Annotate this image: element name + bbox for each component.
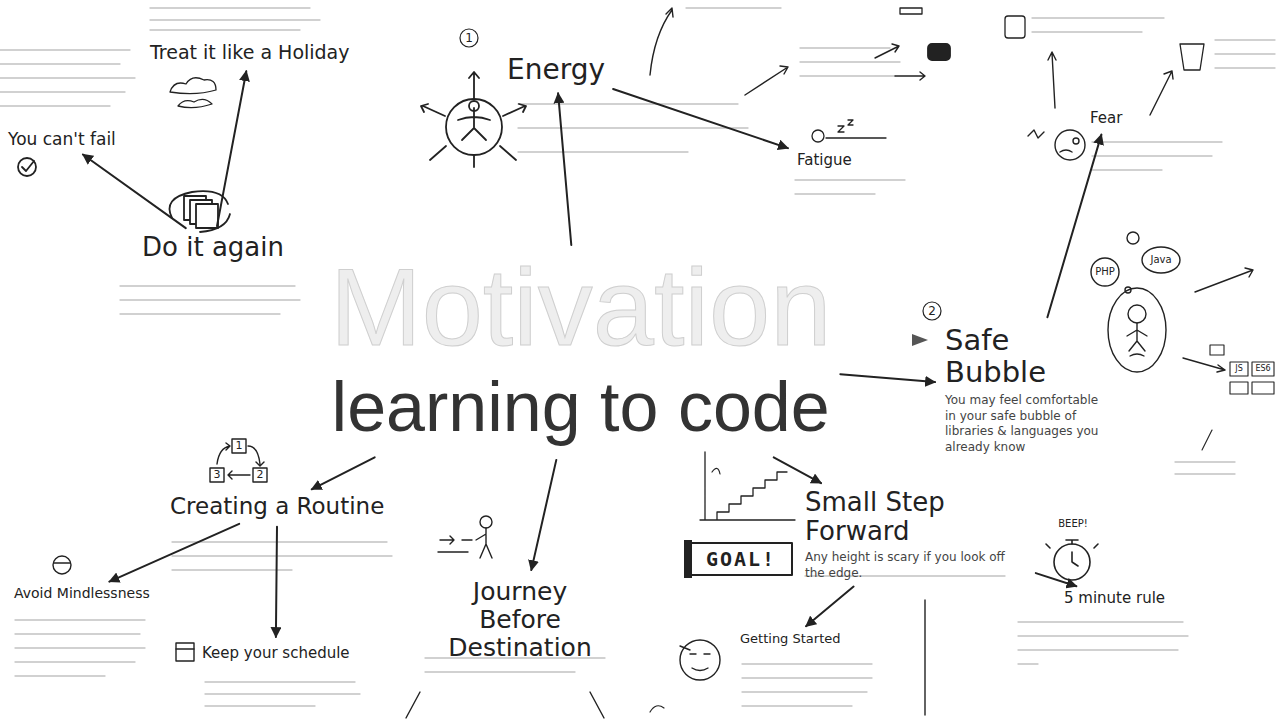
callout-number: 1 <box>460 29 478 47</box>
journey-figure <box>438 516 492 558</box>
icon <box>1005 16 1025 38</box>
topic-heading: 5 minute rule <box>1060 588 1169 609</box>
step-number: 1 <box>232 439 246 453</box>
topic-heading: Getting Started <box>736 630 845 649</box>
connector-arrow <box>109 524 239 582</box>
routine-cycle <box>210 439 267 482</box>
play-icon <box>928 44 950 60</box>
topic-heading: You can't fail <box>4 128 120 151</box>
heading: Getting Started <box>740 632 841 647</box>
heading: Avoid Mindlessness <box>14 586 150 602</box>
heading: Journey Before Destination <box>436 578 604 662</box>
central-topic: Motivationlearning to code <box>326 250 835 455</box>
sleep-icon <box>812 120 886 142</box>
topic-heading: Do it again <box>138 231 288 264</box>
topic-heading: Avoid Mindlessness <box>10 584 154 604</box>
connector-arrow <box>558 93 571 245</box>
connector-arrow <box>613 89 788 148</box>
topic-heading: Safe BubbleYou may feel comfortable in y… <box>941 322 1111 457</box>
scribbled-notes <box>0 8 1275 706</box>
topic-heading: Fear <box>1086 108 1126 129</box>
connector-arrow <box>276 527 277 637</box>
connector-arrow <box>312 457 375 489</box>
heading: 5 minute rule <box>1064 590 1165 607</box>
body-text: Any height is scary if you look off the … <box>805 550 1027 581</box>
heading: Energy <box>507 54 605 85</box>
topic-heading: Treat it like a Holiday <box>146 40 354 65</box>
check-icon <box>18 158 36 176</box>
heading: Do it again <box>142 233 284 262</box>
heading: Safe Bubble <box>945 324 1107 389</box>
language-bubble: PHP <box>1091 265 1119 279</box>
calendar-icon <box>176 643 194 661</box>
clouds <box>170 78 216 108</box>
body-text: learning to code <box>330 362 831 453</box>
start-face <box>680 640 720 680</box>
goal-sign: GOAL! <box>692 546 790 572</box>
heading: Creating a Routine <box>170 494 384 520</box>
topic-heading: Fatigue <box>793 150 856 171</box>
heading: Keep your schedule <box>202 645 350 662</box>
connector-arrow <box>217 71 246 226</box>
callout-ring <box>923 302 941 320</box>
goal-frame <box>688 543 792 575</box>
heading: Fatigue <box>797 152 852 169</box>
connector-arrow <box>531 460 556 570</box>
fear-face <box>1028 130 1085 160</box>
connector-arrow <box>774 457 821 483</box>
tech-tag: JS <box>1230 363 1248 375</box>
energy-sun <box>421 72 526 167</box>
callout-number: 2 <box>923 302 941 320</box>
body-text: You may feel comfortable in your safe bu… <box>945 393 1107 455</box>
pointer <box>912 334 928 346</box>
alarm-text: BEEP! <box>1052 517 1094 530</box>
step-number: 3 <box>210 468 224 482</box>
heading: Motivation <box>330 252 831 362</box>
step-number: 2 <box>253 468 267 482</box>
topic-heading: Small Step ForwardAny height is scary if… <box>801 486 1031 583</box>
bin-icon <box>1180 44 1204 70</box>
tech-tag: ES6 <box>1252 363 1274 375</box>
connector-arrow <box>83 155 186 229</box>
topic-heading: Journey Before Destination <box>432 576 608 664</box>
heading: Fear <box>1090 110 1122 127</box>
heading: Treat it like a Holiday <box>150 42 350 63</box>
topic-heading: Energy <box>503 52 609 87</box>
connector-arrow <box>840 374 935 382</box>
topic-heading: Keep your schedule <box>198 643 354 664</box>
language-bubble: Java <box>1142 253 1180 267</box>
callout-ring <box>460 29 478 47</box>
mask-face <box>53 556 71 574</box>
bubble-figure <box>1091 232 1180 372</box>
heading: You can't fail <box>8 130 116 149</box>
heading: Small Step Forward <box>805 488 1027 546</box>
topic-heading: Creating a Routine <box>166 492 388 522</box>
repeat-icon <box>170 191 231 232</box>
connector-arrow <box>1036 573 1077 586</box>
connector-arrow <box>1047 135 1101 318</box>
connector-arrow <box>806 587 854 627</box>
stopwatch <box>1046 540 1098 580</box>
